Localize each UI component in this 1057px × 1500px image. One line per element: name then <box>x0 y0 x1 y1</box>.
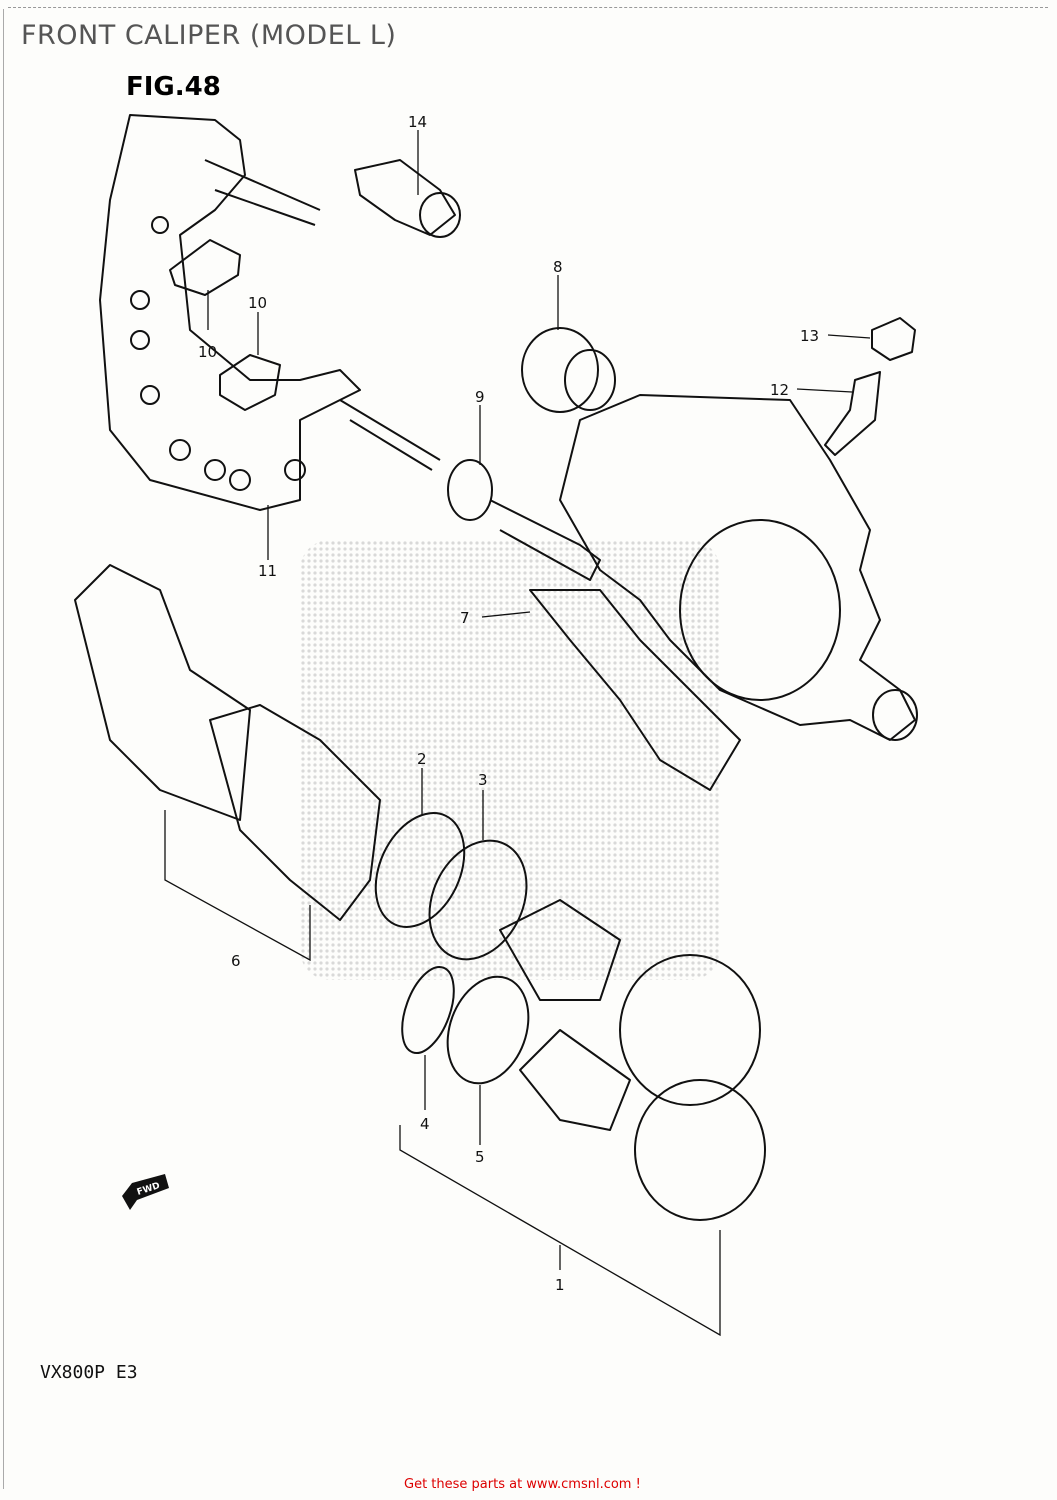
callout-14[interactable]: 14 <box>408 113 427 131</box>
pad-clip[interactable] <box>169 239 241 296</box>
piston-seal[interactable] <box>358 799 481 942</box>
piston[interactable] <box>499 899 761 1106</box>
watermark-logo <box>300 540 720 980</box>
caliper-bracket[interactable] <box>99 114 441 511</box>
callout-8[interactable]: 8 <box>553 258 563 276</box>
callout-10[interactable]: 10 <box>248 294 267 312</box>
bolt[interactable] <box>354 159 461 238</box>
boot[interactable] <box>447 459 601 581</box>
leader-lines <box>164 130 871 1337</box>
page-title: FRONT CALIPER (MODEL L) <box>21 20 397 51</box>
callout-2[interactable]: 2 <box>417 750 427 768</box>
piston-seal[interactable] <box>392 960 464 1060</box>
callout-6[interactable]: 6 <box>231 952 241 970</box>
callout-4[interactable]: 4 <box>420 1115 430 1133</box>
dust-seal[interactable] <box>433 965 542 1094</box>
pad-clip[interactable] <box>219 354 281 411</box>
bleeder-screw[interactable] <box>824 371 881 456</box>
callout-7[interactable]: 7 <box>460 609 470 627</box>
figure-number: FIG.48 <box>126 72 221 102</box>
callout-9[interactable]: 9 <box>475 388 485 406</box>
callout-10[interactable]: 10 <box>198 343 217 361</box>
callout-labels: 14 8 13 12 10 10 9 11 7 2 3 6 4 5 1 <box>198 113 819 1294</box>
callout-13[interactable]: 13 <box>800 327 819 345</box>
border-left <box>3 9 4 1489</box>
caliper-body[interactable] <box>559 394 918 741</box>
callout-12[interactable]: 12 <box>770 381 789 399</box>
brake-pads[interactable] <box>74 564 381 921</box>
piston[interactable] <box>519 1029 766 1221</box>
bleeder-cap[interactable] <box>871 317 916 361</box>
callout-1[interactable]: 1 <box>555 1276 565 1294</box>
callout-3[interactable]: 3 <box>478 771 488 789</box>
dust-seal[interactable] <box>411 825 545 975</box>
boot[interactable] <box>521 327 616 413</box>
pad-spring[interactable] <box>529 589 741 791</box>
callout-11[interactable]: 11 <box>258 562 277 580</box>
border-top <box>8 7 1048 8</box>
parts-link[interactable]: Get these parts at www.cmsnl.com ! <box>404 1477 641 1492</box>
forward-arrow-icon: FWD <box>122 1174 169 1210</box>
model-code: VX800P E3 <box>40 1362 138 1383</box>
callout-5[interactable]: 5 <box>475 1148 485 1166</box>
